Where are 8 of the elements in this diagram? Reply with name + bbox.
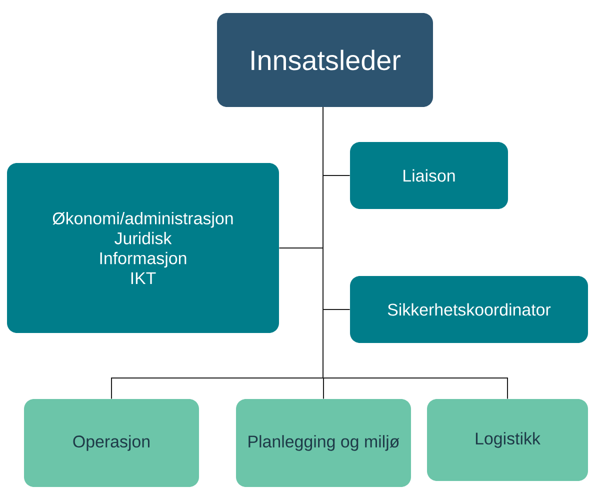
section-box: Operasjon: [24, 399, 199, 487]
connector-line: [322, 106, 508, 400]
leader-box: Innsatsleder: [217, 13, 433, 107]
staff-box: Økonomi/administrasjon Juridisk Informasjon IKT: [7, 163, 279, 333]
section-box: Logistikk: [427, 399, 588, 481]
section-box: Planlegging og miljø: [236, 399, 411, 487]
role-box: Liaison: [350, 142, 508, 209]
role-box: Sikkerhetskoordinator: [350, 276, 588, 343]
